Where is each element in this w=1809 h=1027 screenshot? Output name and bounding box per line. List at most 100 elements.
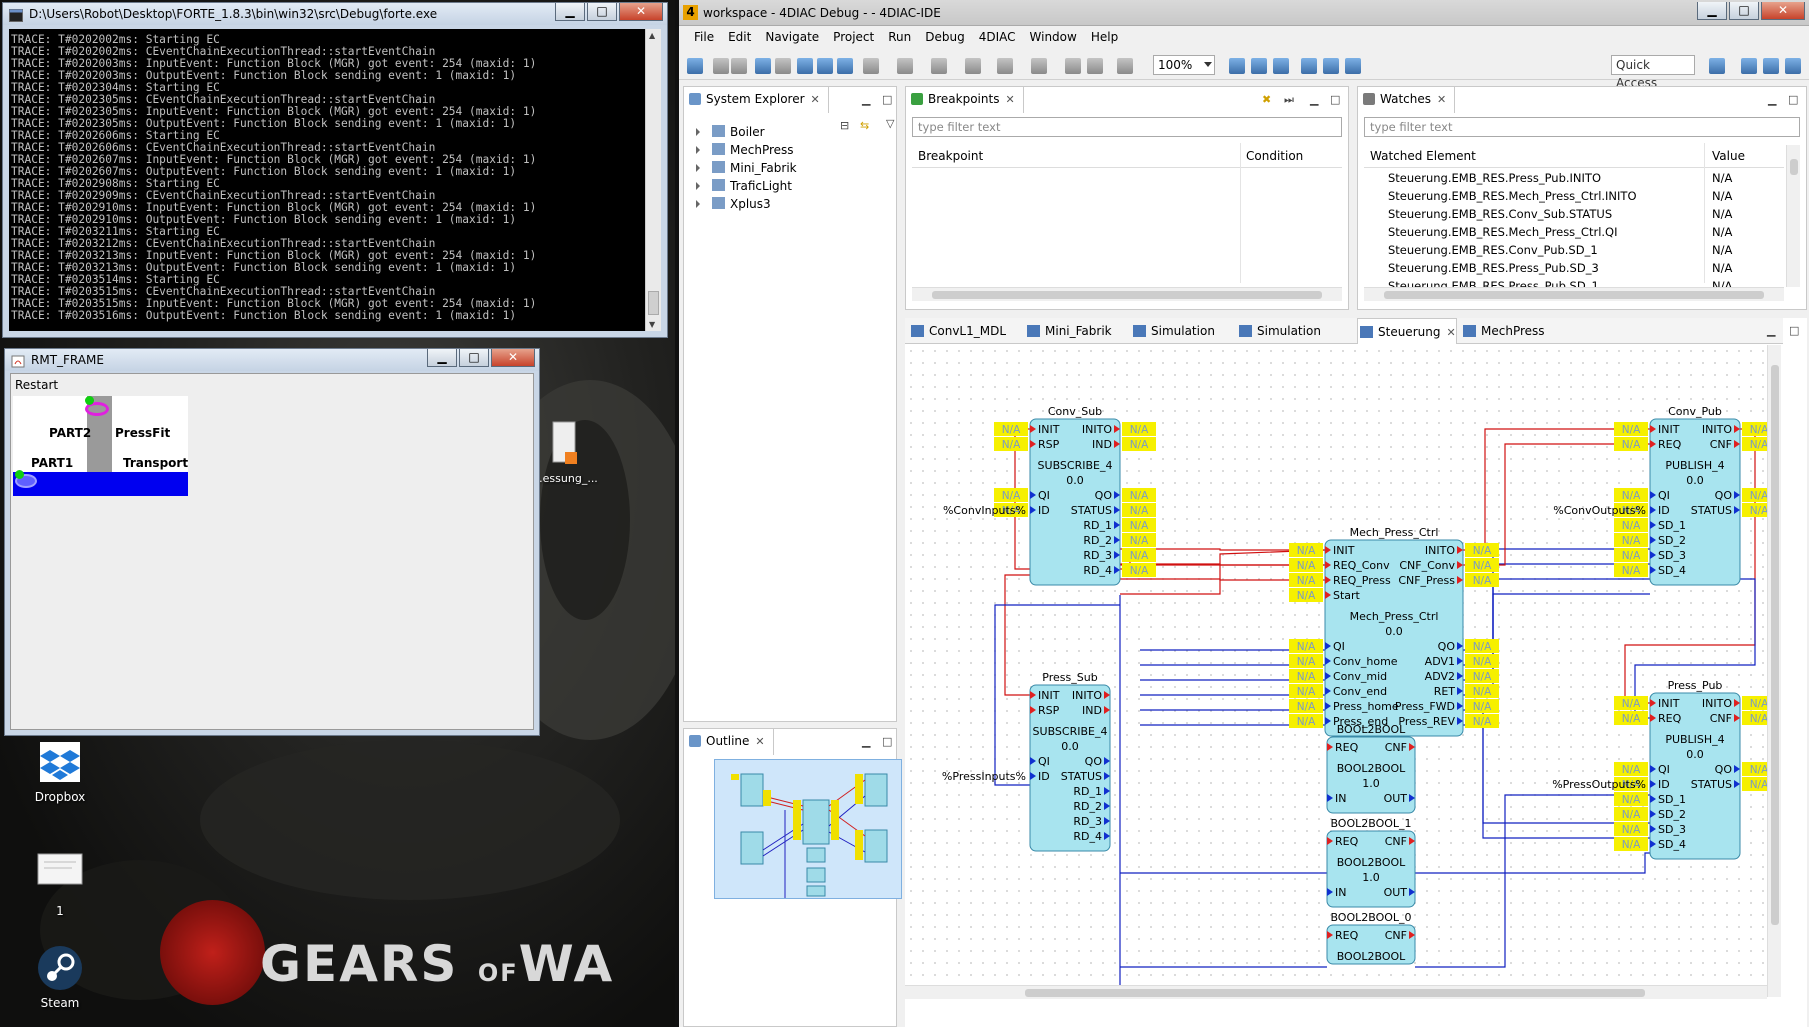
external-tools-icon[interactable]: [965, 58, 981, 74]
rmt-frame-window[interactable]: RMT_FRAME ▁ □ ✕ Restart PART2 PressFit P…: [4, 348, 540, 736]
zoom-select[interactable]: 100%: [1153, 55, 1215, 75]
align-middle-icon[interactable]: [817, 58, 833, 74]
deploy-icon[interactable]: [755, 58, 771, 74]
desktop-icon-file[interactable]: 1: [20, 852, 100, 918]
function-block-network[interactable]: Conv_SubSUBSCRIBE_40.0INITN/ARSPN/AINITO…: [905, 345, 1767, 997]
close-tab-icon[interactable]: ✕: [755, 735, 765, 748]
minimize-view-icon[interactable]: ▁: [862, 735, 871, 748]
align-top-icon[interactable]: [797, 58, 813, 74]
function-block-press_sub[interactable]: [1029, 684, 1111, 852]
watches-hscroll[interactable]: [1364, 287, 1784, 301]
expand-icon[interactable]: [696, 128, 704, 136]
debug-menu-icon[interactable]: [931, 58, 947, 74]
tree-item-mini_fabrik[interactable]: Mini_Fabrik: [696, 161, 797, 175]
print-icon[interactable]: [775, 58, 791, 74]
maximize-view-icon[interactable]: □: [1788, 93, 1799, 106]
rmt-titlebar[interactable]: RMT_FRAME ▁ □ ✕: [5, 349, 539, 371]
function-block-b2b0[interactable]: [1326, 924, 1416, 965]
search-icon[interactable]: [863, 58, 879, 74]
expand-icon[interactable]: [696, 182, 704, 190]
link-editor-icon[interactable]: ⇆: [860, 119, 870, 132]
tab-breakpoints[interactable]: Breakpoints✕: [906, 87, 1024, 113]
maximize-view-icon[interactable]: □: [882, 93, 893, 106]
editor-tab-simulation[interactable]: Simulation: [1131, 318, 1231, 344]
watches-vscroll[interactable]: [1786, 145, 1800, 287]
close-tab-icon[interactable]: ✕: [1005, 93, 1015, 106]
menu-project[interactable]: Project: [833, 30, 875, 44]
condition-column-header[interactable]: Condition: [1246, 149, 1304, 163]
tree-item-boiler[interactable]: Boiler: [696, 125, 765, 139]
menu-4diac[interactable]: 4DIAC: [978, 30, 1016, 44]
maximize-button[interactable]: □: [587, 3, 617, 21]
desktop-icon-shortcut[interactable]: ...essung_...: [530, 420, 600, 485]
close-button[interactable]: ✕: [491, 349, 535, 367]
refresh-icon[interactable]: [1117, 58, 1133, 74]
editor-tab-steuerung[interactable]: Steuerung✕: [1357, 318, 1457, 344]
debug-perspective-icon[interactable]: [1763, 58, 1779, 74]
menu-navigate[interactable]: Navigate: [765, 30, 820, 44]
maximize-view-icon[interactable]: □: [1330, 93, 1341, 106]
breakpoint-filter-input[interactable]: type filter text: [912, 117, 1342, 137]
breakpoint-column-header[interactable]: Breakpoint: [918, 149, 984, 163]
close-tab-icon[interactable]: ✕: [1446, 326, 1456, 339]
minimize-view-icon[interactable]: ▁: [1768, 93, 1777, 106]
match-height-icon[interactable]: [1323, 58, 1339, 74]
skip-breakpoints-icon[interactable]: ⏭: [1284, 93, 1294, 106]
minimize-view-icon[interactable]: ▁: [1310, 93, 1319, 106]
console-titlebar[interactable]: D:\Users\Robot\Desktop\FORTE_1.8.3\bin\w…: [3, 3, 667, 25]
tree-item-traficlight[interactable]: TraficLight: [696, 179, 792, 193]
view-menu-icon[interactable]: ▽: [886, 117, 895, 130]
menu-run[interactable]: Run: [888, 30, 912, 44]
run-menu-icon[interactable]: [897, 58, 913, 74]
menu-window[interactable]: Window: [1029, 30, 1077, 44]
menu-file[interactable]: File: [694, 30, 715, 44]
ide-titlebar[interactable]: 4 workspace - 4DIAC Debug - - 4DIAC-IDE …: [679, 0, 1809, 26]
ide-window[interactable]: 4 workspace - 4DIAC Debug - - 4DIAC-IDE …: [679, 0, 1809, 1027]
canvas-vscroll[interactable]: [1767, 345, 1781, 997]
menu-help[interactable]: Help: [1090, 30, 1119, 44]
collapse-all-icon[interactable]: ⊟: [840, 119, 850, 132]
minimize-view-icon[interactable]: ▁: [862, 93, 871, 106]
editor-tab-convl1_mdl[interactable]: ConvL1_MDL: [909, 318, 1019, 344]
forward-icon[interactable]: [1031, 58, 1047, 74]
minimize-button[interactable]: ▁: [427, 349, 457, 367]
expand-icon[interactable]: [696, 164, 704, 172]
undo-icon[interactable]: [1065, 58, 1081, 74]
open-perspective-icon[interactable]: [1709, 58, 1725, 74]
maximize-button[interactable]: □: [459, 349, 489, 367]
quick-access-field[interactable]: Quick Access: [1611, 55, 1695, 90]
close-button[interactable]: ✕: [619, 3, 663, 21]
console-scrollbar[interactable]: ▲ ▼: [645, 29, 661, 331]
save-all-icon[interactable]: [731, 58, 747, 74]
deployment-perspective-icon[interactable]: [1785, 58, 1801, 74]
align-bottom-icon[interactable]: [837, 58, 853, 74]
maximize-button[interactable]: □: [1729, 2, 1759, 20]
menu-debug[interactable]: Debug: [925, 30, 965, 44]
tab-watches[interactable]: Watches✕: [1358, 87, 1456, 113]
close-tab-icon[interactable]: ✕: [810, 93, 820, 106]
console-window[interactable]: D:\Users\Robot\Desktop\FORTE_1.8.3\bin\w…: [2, 2, 668, 338]
tree-item-mechpress[interactable]: MechPress: [696, 143, 794, 157]
maximize-editor-icon[interactable]: □: [1789, 324, 1800, 337]
align-left-icon[interactable]: [1229, 58, 1245, 74]
menu-edit[interactable]: Edit: [728, 30, 752, 44]
minimize-button[interactable]: ▁: [1697, 2, 1727, 20]
watch-element[interactable]: Steuerung.EMB_RES.Press_Pub.INITO: [1388, 171, 1602, 185]
editor-tab-mini_fabrik[interactable]: Mini_Fabrik: [1025, 318, 1125, 344]
tab-system-explorer[interactable]: System Explorer✕: [684, 87, 829, 113]
function-block-b2b[interactable]: [1326, 736, 1416, 814]
function-block-conv_sub[interactable]: [1029, 418, 1121, 586]
function-block-mech[interactable]: [1324, 539, 1464, 737]
tab-outline[interactable]: Outline✕: [684, 729, 774, 755]
close-button[interactable]: ✕: [1761, 2, 1805, 20]
watch-element[interactable]: Steuerung.EMB_RES.Conv_Pub.SD_1: [1388, 243, 1598, 257]
scroll-up-icon[interactable]: ▲: [649, 31, 656, 40]
canvas-hscroll[interactable]: [905, 985, 1767, 999]
breakpoints-hscroll[interactable]: [912, 287, 1342, 301]
maximize-view-icon[interactable]: □: [882, 735, 893, 748]
new-icon[interactable]: [687, 58, 703, 74]
save-icon[interactable]: [713, 58, 729, 74]
close-tab-icon[interactable]: ✕: [1437, 93, 1447, 106]
watch-element[interactable]: Steuerung.EMB_RES.Conv_Sub.STATUS: [1388, 207, 1613, 221]
